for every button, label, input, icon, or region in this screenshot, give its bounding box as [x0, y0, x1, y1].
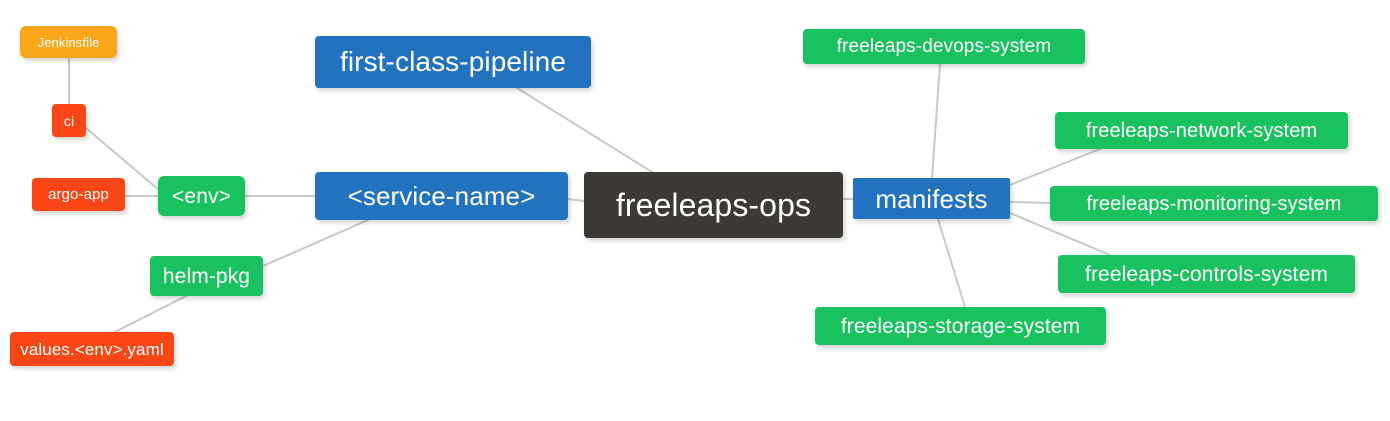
node-label: freeleaps-network-system: [1085, 119, 1318, 142]
node-freeleaps-controls-system[interactable]: freeleaps-controls-system: [1058, 255, 1355, 293]
node-label: first-class-pipeline: [339, 46, 567, 77]
node-label: ci: [63, 112, 75, 129]
node-first-class-pipeline[interactable]: first-class-pipeline: [315, 36, 591, 88]
node-argo-app[interactable]: argo-app: [32, 178, 125, 211]
node-label: freeleaps-controls-system: [1085, 262, 1328, 286]
node-manifests[interactable]: manifests: [853, 178, 1010, 219]
node-helm-pkg[interactable]: helm-pkg: [150, 256, 263, 296]
node-service-name[interactable]: <service-name>: [315, 172, 568, 220]
node-jenkinsfile[interactable]: Jenkinsfile: [20, 26, 117, 58]
node-label: helm-pkg: [162, 264, 251, 288]
node-freeleaps-network-system[interactable]: freeleaps-network-system: [1055, 112, 1348, 149]
node-label: argo-app: [48, 186, 109, 203]
node-freeleaps-devops-system[interactable]: freeleaps-devops-system: [803, 29, 1085, 64]
node-label: freeleaps-monitoring-system: [1086, 192, 1342, 215]
node-label: <service-name>: [347, 181, 536, 211]
node-label: Jenkinsfile: [37, 34, 100, 50]
node-label: freeleaps-devops-system: [836, 36, 1052, 57]
node-label: values.<env>.yaml: [20, 339, 164, 359]
node-freeleaps-ops[interactable]: freeleaps-ops: [584, 172, 843, 238]
node-ci[interactable]: ci: [52, 104, 86, 137]
node-label: freeleaps-storage-system: [840, 314, 1081, 338]
node-freeleaps-storage-system[interactable]: freeleaps-storage-system: [815, 307, 1106, 345]
node-label: manifests: [875, 183, 988, 214]
node-env[interactable]: <env>: [158, 176, 245, 216]
node-label: <env>: [172, 184, 231, 208]
node-values-env-yaml[interactable]: values.<env>.yaml: [10, 332, 174, 366]
node-freeleaps-monitoring-system[interactable]: freeleaps-monitoring-system: [1050, 186, 1378, 221]
node-label: freeleaps-ops: [615, 187, 812, 223]
